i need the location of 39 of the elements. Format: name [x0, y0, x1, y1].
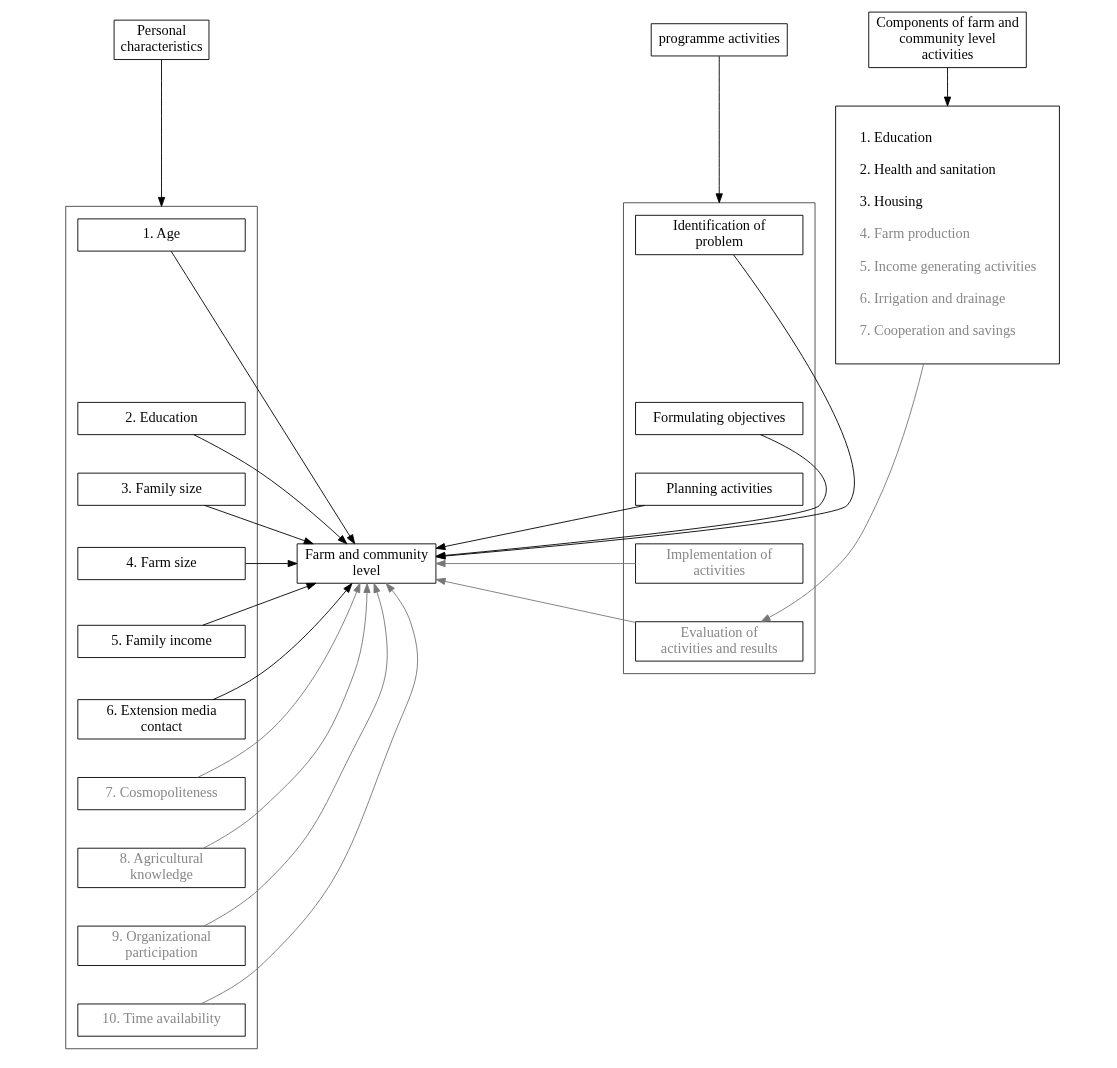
arrow [435, 577, 636, 623]
node-box: Components of farm and community level activities [867, 11, 1027, 69]
arrow [170, 250, 355, 545]
node-box: Planning activities [634, 472, 803, 506]
node-box: programme activities [650, 23, 788, 57]
node-box: 8. Agricultural knowledge [76, 847, 246, 889]
arrow [203, 505, 314, 545]
node-box: 1. Age [76, 218, 246, 252]
node-box: 5. Family income [76, 624, 246, 658]
node-box: 2. Education [76, 401, 246, 436]
node-box: 3. Family size [76, 472, 246, 506]
node-box: Farm and community level [296, 543, 436, 584]
node-box: Personal characteristics [113, 19, 209, 60]
cluster [64, 205, 258, 1050]
arrow [435, 559, 636, 568]
node-box: Evaluation of activities and results [634, 621, 803, 662]
arrow [715, 55, 723, 204]
arrow [157, 59, 165, 207]
arrow [943, 67, 951, 107]
node-box: 1. Education 2. Health and sanitation 3. Housing 4. Farm production 5. Income generating activities 6. Irrigation and drainage 7. Cooperation and savings [834, 105, 1060, 365]
arrow [202, 583, 388, 927]
node-box: 6. Extension media contact [76, 699, 246, 740]
arrow [202, 583, 371, 849]
arrow [199, 583, 418, 1005]
arrow [192, 434, 347, 545]
node-box: 10. Time availability [76, 1003, 246, 1037]
cluster [622, 202, 815, 675]
node-box: 4. Farm size [76, 546, 246, 581]
arrow [212, 583, 352, 701]
node-box: Formulating objectives [634, 401, 803, 436]
node-box: Implementation of activities [634, 543, 803, 584]
arrow [196, 582, 360, 778]
arrow [760, 363, 924, 623]
node-box: 7. Cosmopoliteness [76, 777, 246, 811]
arrow [435, 505, 645, 551]
arrow [244, 559, 298, 568]
node-box: 9. Organizational participation [76, 925, 246, 966]
arrow [201, 582, 316, 626]
node-box: Identification of problem [634, 214, 803, 256]
